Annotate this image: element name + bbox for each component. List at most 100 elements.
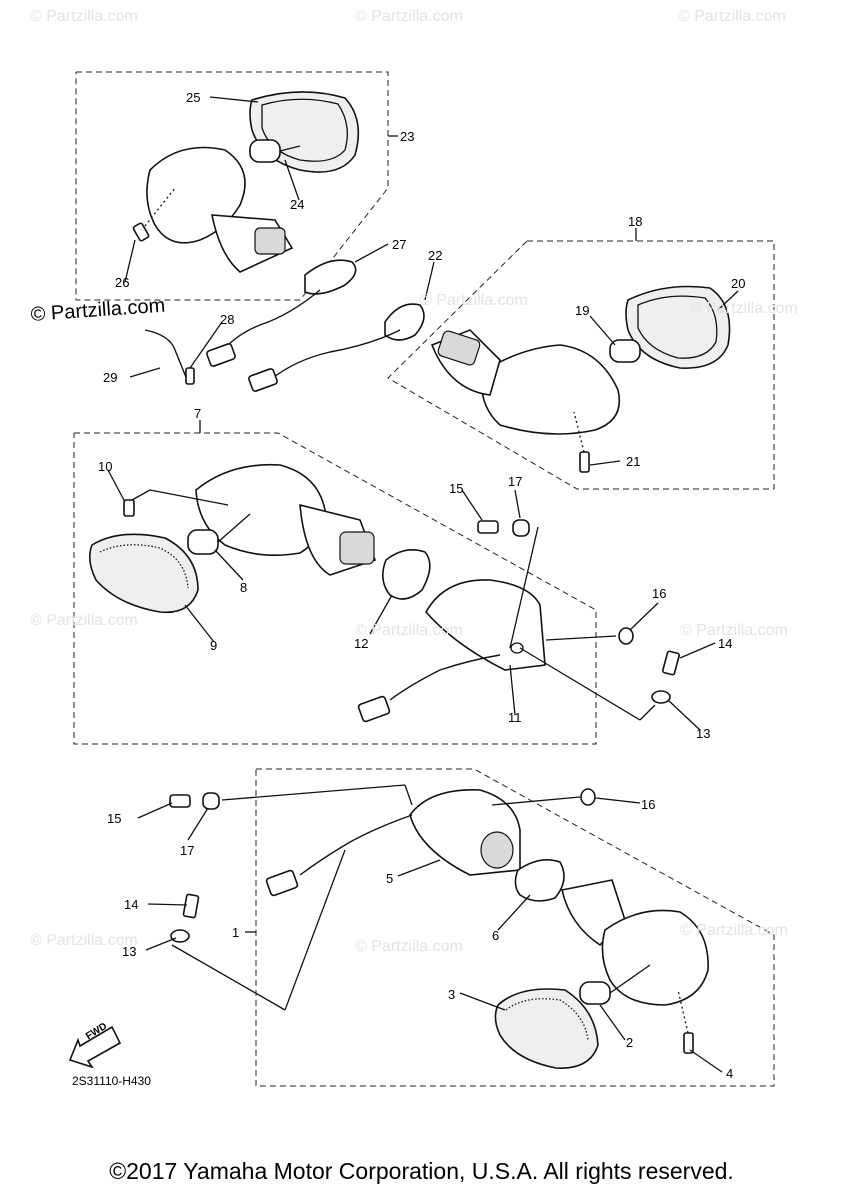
callout-17b: 17 <box>180 843 195 858</box>
diagram-code: 2S31110-H430 <box>72 1074 151 1088</box>
lens-20 <box>625 285 731 369</box>
turn-signal-body-18 <box>480 344 620 435</box>
group-outline-1 <box>255 768 775 1087</box>
callout-15a: 15 <box>449 481 464 496</box>
callout-9: 9 <box>210 638 218 653</box>
bolt-15a <box>477 520 499 534</box>
callout-2: 2 <box>626 1035 634 1050</box>
callout-15b: 15 <box>107 811 122 826</box>
callout-13a: 13 <box>696 726 711 741</box>
collar-17b <box>202 792 220 810</box>
bulb-19 <box>609 339 641 363</box>
callout-27: 27 <box>392 237 407 252</box>
leader-16b-axis <box>491 796 581 806</box>
leader-4-axis <box>677 989 689 1034</box>
callout-14b: 14 <box>124 897 139 912</box>
connector-23 <box>206 343 236 367</box>
watermark-faint: © Partzilla.com <box>678 8 786 25</box>
connector-18 <box>248 368 278 392</box>
callout-23: 23 <box>400 129 415 144</box>
grommet-12 <box>382 549 431 600</box>
callout-16a: 16 <box>652 586 667 601</box>
bolt-14b <box>182 893 200 919</box>
callout-1: 1 <box>232 925 240 940</box>
grommet-27 <box>304 259 357 295</box>
callout-26: 26 <box>115 275 130 290</box>
collar-23 <box>254 227 286 255</box>
callout-7: 7 <box>194 406 202 421</box>
wire-7 <box>389 654 501 701</box>
collar-18 <box>437 330 481 366</box>
leader-13b-axis-b <box>284 849 346 1011</box>
bulb-2 <box>579 981 611 1005</box>
leader-10-axis-b <box>149 489 229 506</box>
bulb-24-base <box>279 145 301 152</box>
callout-leaders <box>107 96 739 1073</box>
leader-16a-axis <box>545 635 617 641</box>
wire-23 <box>221 289 321 353</box>
lens-20-inner <box>637 295 718 359</box>
callout-20: 20 <box>731 276 746 291</box>
stay-5-hole <box>480 831 514 869</box>
stay-11 <box>425 579 546 671</box>
bolt-14a <box>662 650 680 676</box>
lens-9 <box>88 533 199 614</box>
screw-10 <box>123 499 135 517</box>
callout-28: 28 <box>220 312 235 327</box>
leader-21-axis <box>573 411 585 453</box>
lens-3-pattern <box>505 998 589 1041</box>
callout-3: 3 <box>448 987 456 1002</box>
callout-10: 10 <box>98 459 113 474</box>
callout-5: 5 <box>386 871 394 886</box>
callout-29: 29 <box>103 370 118 385</box>
leader-13a-axis <box>519 647 641 721</box>
callout-8: 8 <box>240 580 248 595</box>
connector-1 <box>265 869 299 897</box>
collar-17a <box>512 519 530 537</box>
fwd-arrow-icon <box>68 1025 122 1069</box>
leader-10-axis <box>131 489 151 501</box>
leader-17b-axis-b <box>404 784 413 806</box>
callout-18: 18 <box>628 214 643 229</box>
clamp-29 <box>144 329 189 383</box>
watermark-faint: © Partzilla.com <box>420 292 528 309</box>
watermark-faint: © Partzilla.com <box>355 8 463 25</box>
collar-7 <box>339 531 375 565</box>
watermark-faint: © Partzilla.com <box>355 938 463 955</box>
watermark-faint: © Partzilla.com <box>30 8 138 25</box>
callout-25: 25 <box>186 90 201 105</box>
callout-24: 24 <box>290 197 305 212</box>
grommet-6 <box>514 859 565 902</box>
watermark-faint: © Partzilla.com <box>355 622 463 639</box>
callout-14a: 14 <box>718 636 733 651</box>
connector-7 <box>357 695 391 723</box>
nut-16b <box>580 788 596 806</box>
washer-13a <box>651 690 671 704</box>
stay-11-hole <box>510 642 524 654</box>
screw-26 <box>132 222 150 242</box>
bulb-8 <box>187 529 219 555</box>
group-outline-18 <box>387 240 775 490</box>
nut-16a <box>618 627 634 645</box>
leader-26-axis <box>144 187 176 227</box>
turn-signal-body-1 <box>601 909 709 1006</box>
leader-17a-axis <box>509 526 539 649</box>
bulb-8-base <box>217 513 251 543</box>
wire-1 <box>299 814 413 876</box>
wire-18 <box>269 329 401 381</box>
band-28 <box>185 367 195 385</box>
callout-17a: 17 <box>508 474 523 489</box>
group-outline-23 <box>75 71 389 301</box>
copyright-footer: ©2017 Yamaha Motor Corporation, U.S.A. A… <box>109 1158 734 1184</box>
watermark-faint: © Partzilla.com <box>690 300 798 317</box>
bulb-24 <box>249 139 281 163</box>
leader-13b-axis <box>171 944 286 1011</box>
leader-17b-axis <box>221 784 406 801</box>
callout-12: 12 <box>354 636 369 651</box>
screw-4 <box>683 1032 694 1054</box>
bolt-15b <box>169 794 191 808</box>
bulb-2-base <box>609 964 651 994</box>
callout-16b: 16 <box>641 797 656 812</box>
washer-13b <box>170 929 190 943</box>
